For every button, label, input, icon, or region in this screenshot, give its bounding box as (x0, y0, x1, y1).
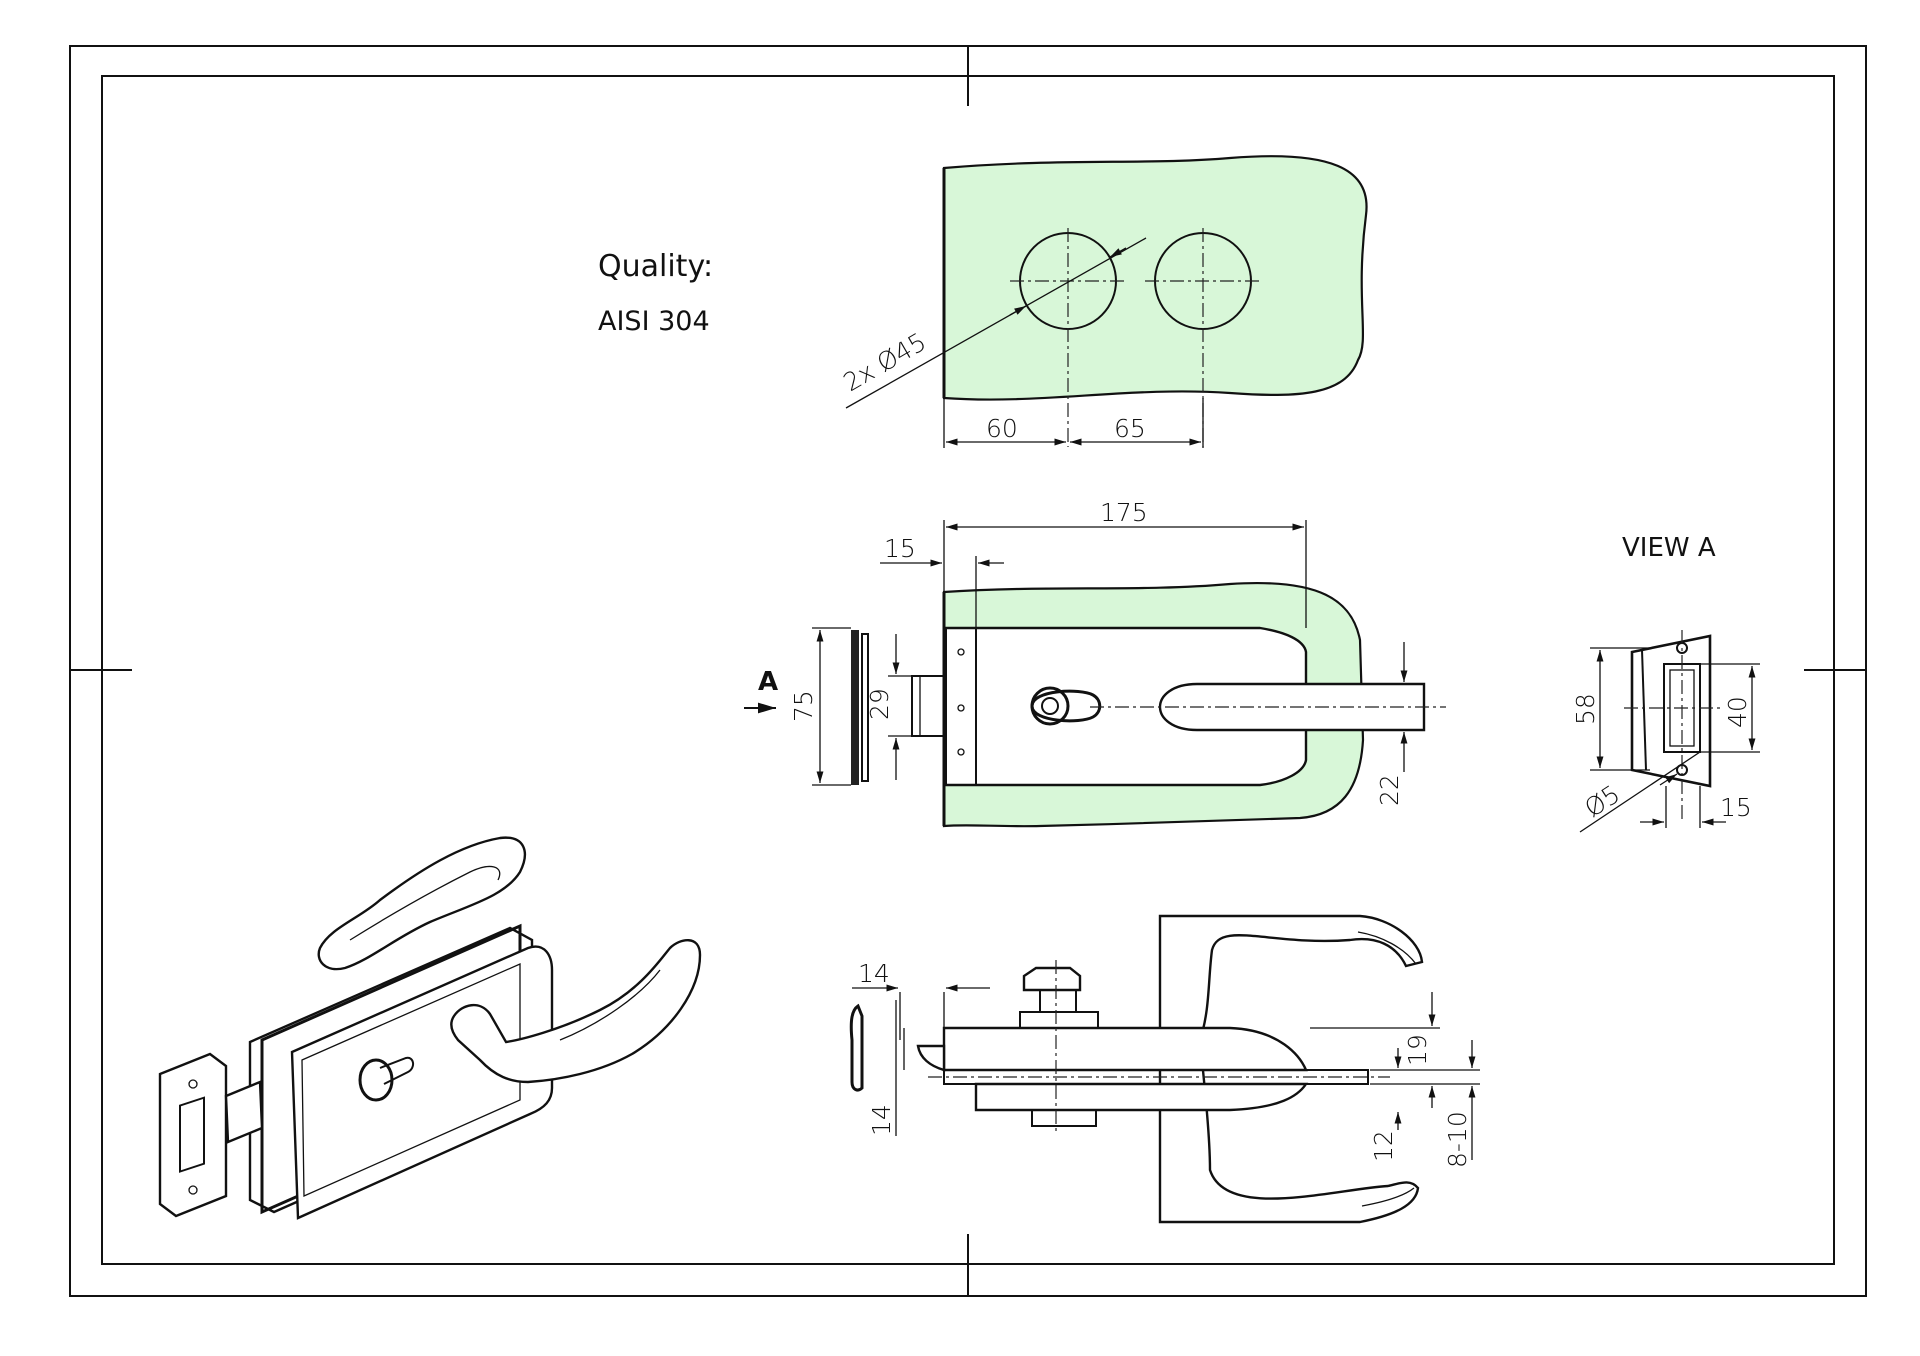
dim-screw-dia: Ø5 (1579, 779, 1625, 823)
dim-strike-width: 15 (1720, 793, 1752, 822)
dim-hole-spacing: 65 (1114, 414, 1146, 443)
dim-hole-offset: 60 (986, 414, 1018, 443)
dim-edge-offset: 15 (884, 534, 916, 563)
side-view: 14 14 19 12 8-10 (849, 914, 1480, 1224)
view-a-title: VIEW A (1622, 533, 1716, 563)
view-a-arrow-label: A (758, 667, 778, 697)
dim-side-19: 19 (1403, 1034, 1432, 1066)
dim-height: 75 (789, 690, 818, 722)
dim-strike-height: 58 (1571, 693, 1600, 725)
dim-side-12: 12 (1369, 1130, 1398, 1162)
isometric-lock-view (158, 836, 702, 1220)
dim-latch-height: 29 (865, 688, 894, 720)
quality-value: AISI 304 (598, 306, 710, 337)
dim-strike-slot: 40 (1723, 696, 1752, 728)
dim-side-top: 14 (858, 959, 890, 988)
dim-handle-dia: 22 (1375, 774, 1404, 806)
view-a-strike-plate: 58 40 Ø5 15 (1571, 630, 1760, 833)
front-view: 175 15 75 29 22 A (744, 498, 1446, 828)
dim-length: 175 (1100, 498, 1148, 527)
quality-title: Quality: (598, 249, 713, 284)
dim-glass-thickness: 8-10 (1443, 1111, 1472, 1168)
dim-side-bottom: 14 (867, 1104, 896, 1136)
glass-cutout-view: 2x Ø45 60 65 (839, 155, 1368, 448)
drawing-frame (69, 45, 1867, 1297)
